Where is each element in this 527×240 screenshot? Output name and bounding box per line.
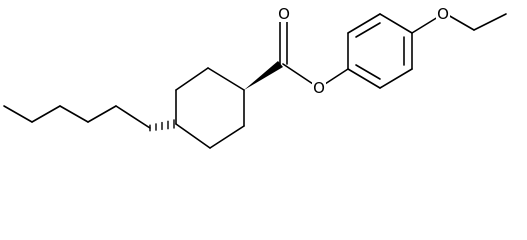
ester-bond-1 bbox=[282, 63, 314, 85]
hashed-stereo-bond bbox=[149, 119, 175, 132]
pentyl-bond-4 bbox=[87, 105, 117, 123]
pentyl-bond-1 bbox=[3, 105, 33, 123]
carbonyl-double-bond bbox=[279, 21, 288, 65]
ethyl-bond bbox=[473, 13, 507, 31]
ether-bond-2 bbox=[447, 14, 475, 31]
ether-bond-1 bbox=[411, 16, 439, 34]
ester-oxygen-label: O bbox=[313, 79, 325, 97]
carbonyl-oxygen-label: O bbox=[278, 5, 290, 23]
pentyl-bond-3 bbox=[59, 105, 89, 123]
pentyl-chain bbox=[3, 105, 151, 129]
chemical-structure: O O O bbox=[3, 4, 507, 149]
cyclohexane-ring bbox=[175, 67, 245, 149]
ether-oxygen-label: O bbox=[437, 5, 449, 23]
pentyl-bond-5 bbox=[115, 105, 151, 129]
wedge-stereo-bond bbox=[244, 61, 283, 90]
pentyl-bond-2 bbox=[31, 105, 61, 123]
ester-bond-2 bbox=[324, 68, 349, 85]
benzene-ring bbox=[347, 13, 413, 89]
